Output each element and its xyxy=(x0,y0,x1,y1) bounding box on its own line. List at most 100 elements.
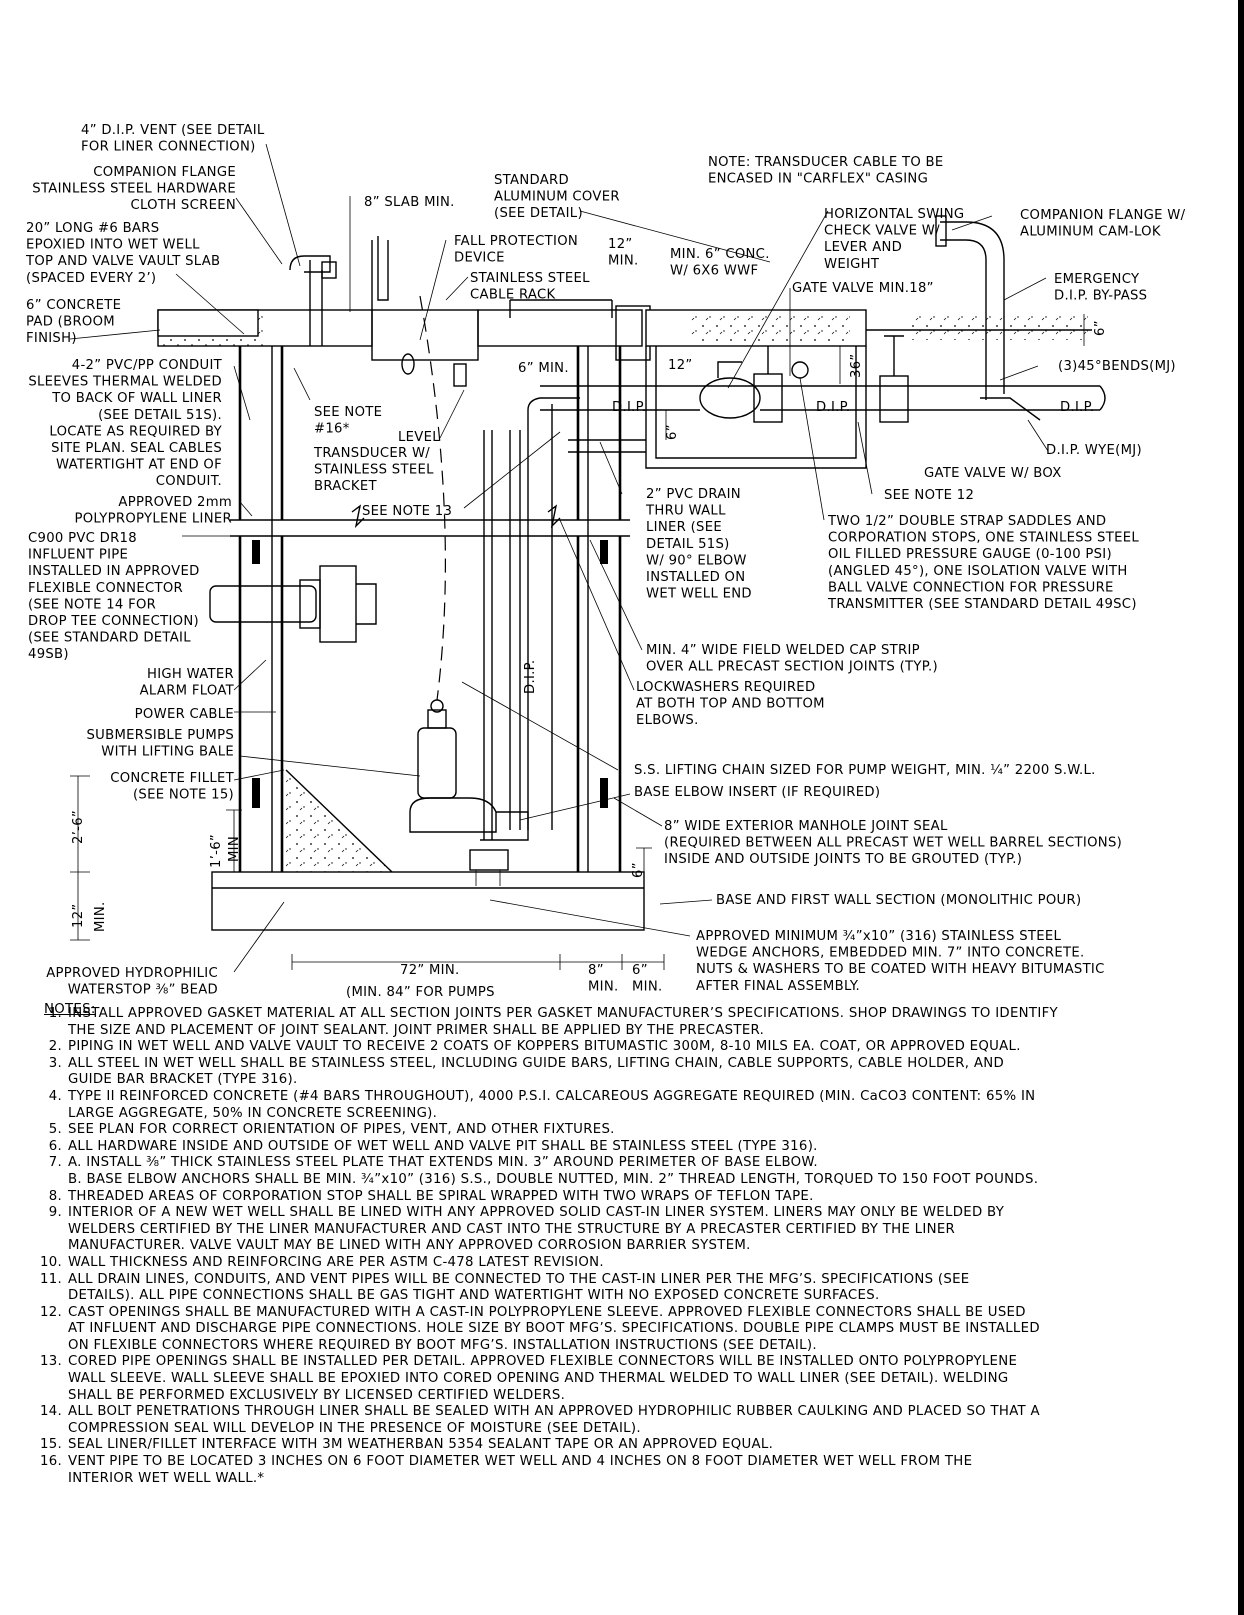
note-number: 16. xyxy=(39,1454,62,1470)
note-text: ALL HARDWARE INSIDE AND OUTSIDE OF WET W… xyxy=(68,1138,818,1154)
top-slab-right xyxy=(477,309,643,347)
note-text: A. INSTALL ⅜” THICK STAINLESS STEEL PLAT… xyxy=(68,1155,1039,1187)
note-item: 6. ALL HARDWARE INSIDE AND OUTSIDE OF WET… xyxy=(36,1139,1206,1156)
label-dim-12: 12” xyxy=(668,358,693,373)
access-hatch xyxy=(371,309,479,361)
note-number: 6. xyxy=(48,1138,62,1154)
label-power-cable: POWER CABLE xyxy=(135,707,234,722)
note-text: SEAL LINER/FILLET INTERFACE WITH 3M WEAT… xyxy=(68,1437,774,1453)
label-dim-6-base: 6” xyxy=(631,862,646,878)
break-line xyxy=(230,519,630,537)
gate-valve xyxy=(753,373,783,423)
label-dip-right: D.I.P. xyxy=(1060,400,1094,415)
wet-well-structure xyxy=(157,236,651,931)
pressure-gauge xyxy=(791,361,809,379)
note-text: PIPING IN WET WELL AND VALVE VAULT TO RE… xyxy=(68,1039,1021,1055)
discharge-piping xyxy=(540,215,1106,469)
label-dip-mid: D.I.P. xyxy=(816,400,850,415)
note-text: INSTALL APPROVED GASKET MATERIAL AT ALL … xyxy=(68,1006,1058,1038)
label-anchors: APPROVED MINIMUM ¾”x10” (316) STAINLESS … xyxy=(696,929,1105,994)
label-gate-valve-box: GATE VALVE W/ BOX xyxy=(924,466,1062,481)
notes-title: NOTES: xyxy=(44,1002,96,1017)
label-dim-min-a: MIN xyxy=(227,836,242,862)
note-text: TYPE II REINFORCED CONCRETE (#4 BARS THR… xyxy=(68,1088,1036,1121)
note-text: CAST OPENINGS SHALL BE MANUFACTURED WITH… xyxy=(68,1304,1040,1353)
note-item: 8.THREADED AREAS OF CORPORATION STOP SHA… xyxy=(36,1189,1206,1206)
note-number: 13. xyxy=(39,1354,62,1370)
note-item: 12.CAST OPENINGS SHALL BE MANUFACTURED W… xyxy=(36,1305,1206,1355)
note-item: 7.A. INSTALL ⅜” THICK STAINLESS STEEL PL… xyxy=(36,1155,1206,1188)
label-dim-12-base: 12” xyxy=(71,903,86,928)
label-companion-flange-camlok: COMPANION FLANGE W/ALUMINUM CAM-LOK xyxy=(1020,208,1186,240)
discharge-riser xyxy=(527,410,553,830)
gate-valve-box xyxy=(879,375,909,423)
label-dim-36: 36” xyxy=(849,353,864,378)
label-gate-valve-min: GATE VALVE MIN.18” xyxy=(792,281,934,296)
note-item: 16. VENT PIPE TO BE LOCATED 3 INCHES ON 6… xyxy=(36,1454,1206,1487)
note-item: 2.PIPING IN WET WELL AND VALVE VAULT TO … xyxy=(36,1039,1206,1056)
pvc-drain xyxy=(568,439,646,453)
level-transducer xyxy=(453,363,467,387)
leader-lines xyxy=(69,143,1049,973)
note-text: VENT PIPE TO BE LOCATED 3 INCHES ON 6 FO… xyxy=(68,1454,973,1486)
label-dim-6-pad: 6” xyxy=(1093,320,1108,336)
note-number: 9. xyxy=(48,1205,62,1221)
lifting-chain xyxy=(419,295,446,701)
valve-vault xyxy=(645,346,867,469)
label-base-section: BASE AND FIRST WALL SECTION (MONOLITHIC … xyxy=(716,893,1081,908)
discharge-pipe xyxy=(540,385,1100,411)
label-dim-6-min-b: 6”MIN. xyxy=(632,963,663,995)
label-min-6-conc: MIN. 6” CONC.W/ 6X6 WWF xyxy=(670,247,770,279)
check-valve xyxy=(699,377,761,419)
note-number: 3. xyxy=(48,1055,62,1071)
note-number: 10. xyxy=(39,1254,62,1270)
label-dim-1-6: 1’-6” xyxy=(209,834,224,868)
submersible-pump xyxy=(409,699,529,886)
note-item: 5.SEE PLAN FOR CORRECT ORIENTATION OF PI… xyxy=(36,1122,1206,1139)
note-number: 11. xyxy=(39,1271,62,1287)
label-dip-wye: D.I.P. WYE(MJ) xyxy=(1046,443,1142,458)
note-text: ALL DRAIN LINES, CONDUITS, AND VENT PIPE… xyxy=(68,1271,970,1304)
aluminum-cover-lid xyxy=(371,236,389,310)
label-bends: (3)45°BENDS(MJ) xyxy=(1058,359,1176,374)
label-joint-seal: 8” WIDE EXTERIOR MANHOLE JOINT SEAL(REQU… xyxy=(664,819,1122,867)
label-level: LEVEL xyxy=(398,430,440,445)
note-number: 14. xyxy=(39,1404,62,1420)
note-item: 13.CORED PIPE OPENINGS SHALL BE INSTALLE… xyxy=(36,1354,1206,1404)
note-item: 4. TYPE II REINFORCED CONCRETE (#4 BARS T… xyxy=(36,1089,1206,1122)
emergency-bypass xyxy=(940,221,1005,400)
notes-list: 1. INSTALL APPROVED GASKET MATERIAL AT AL… xyxy=(36,1006,1206,1487)
note-text: INTERIOR OF A NEW WET WELL SHALL BE LINE… xyxy=(68,1205,1005,1254)
label-slab-min: 8” SLAB MIN. xyxy=(364,195,455,210)
note-text: THREADED AREAS OF CORPORATION STOP SHALL… xyxy=(68,1188,814,1204)
note-number: 4. xyxy=(48,1088,62,1104)
label-see-note-16: SEE NOTE#16* xyxy=(314,405,382,437)
label-dim-2-6: 2’-6” xyxy=(71,810,86,844)
dimension-lines xyxy=(70,314,1085,970)
label-dim-8-min: 8”MIN. xyxy=(588,963,619,995)
note-number: 1. xyxy=(48,1006,62,1021)
note-number: 5. xyxy=(48,1122,62,1138)
note-item: 3.ALL STEEL IN WET WELL SHALL BE STAINLE… xyxy=(36,1056,1206,1089)
note-item: 11. ALL DRAIN LINES, CONDUITS, AND VENT P… xyxy=(36,1272,1206,1305)
note-text: WALL THICKNESS AND REINFORCING ARE PER A… xyxy=(68,1254,604,1270)
label-fillet: CONCRETE FILLET(SEE NOTE 15) xyxy=(110,771,234,803)
note-item: 9. INTERIOR OF A NEW WET WELL SHALL BE LI… xyxy=(36,1205,1206,1255)
note-number: 15. xyxy=(39,1437,62,1453)
label-dim-min-b: MIN. xyxy=(93,901,108,932)
influent-pipe xyxy=(209,565,377,643)
